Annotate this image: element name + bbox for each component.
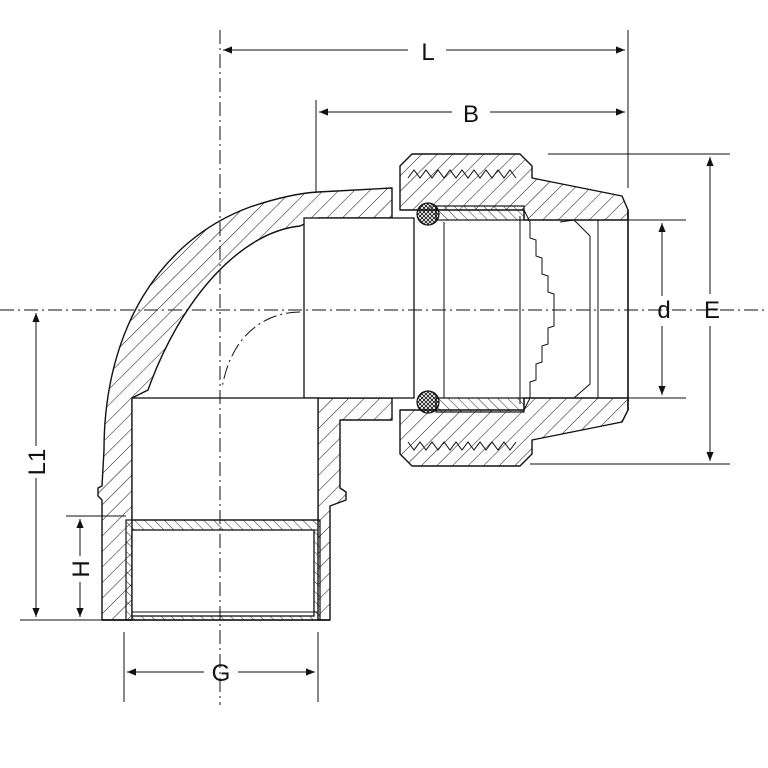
label-L: L [421, 39, 434, 66]
label-G: G [212, 660, 231, 687]
elbow-outer-wall [97, 187, 393, 621]
o-ring-top [416, 202, 440, 226]
extension-lines [20, 30, 730, 702]
clamp-ring-top [435, 205, 525, 221]
elbow-body [97, 187, 415, 621]
horizontal-bore [303, 217, 415, 399]
dimension-labels: L B d E L1 H G [24, 39, 720, 687]
nut-thread-bottom [407, 441, 517, 451]
flow-path-curve [221, 311, 301, 389]
o-ring-bottom [416, 390, 440, 414]
label-E: E [704, 297, 720, 324]
threaded-socket-bore [131, 529, 315, 617]
label-d: d [657, 297, 670, 324]
vertical-bore [131, 397, 319, 521]
label-L1: L1 [24, 449, 51, 476]
center-lines [0, 30, 768, 705]
clamp-ring-bottom [435, 397, 525, 413]
nut-thread-top [407, 169, 517, 179]
label-H: H [68, 560, 95, 577]
dimension-lines [32, 46, 714, 676]
label-B: B [463, 101, 479, 128]
compression-nut [303, 153, 629, 467]
